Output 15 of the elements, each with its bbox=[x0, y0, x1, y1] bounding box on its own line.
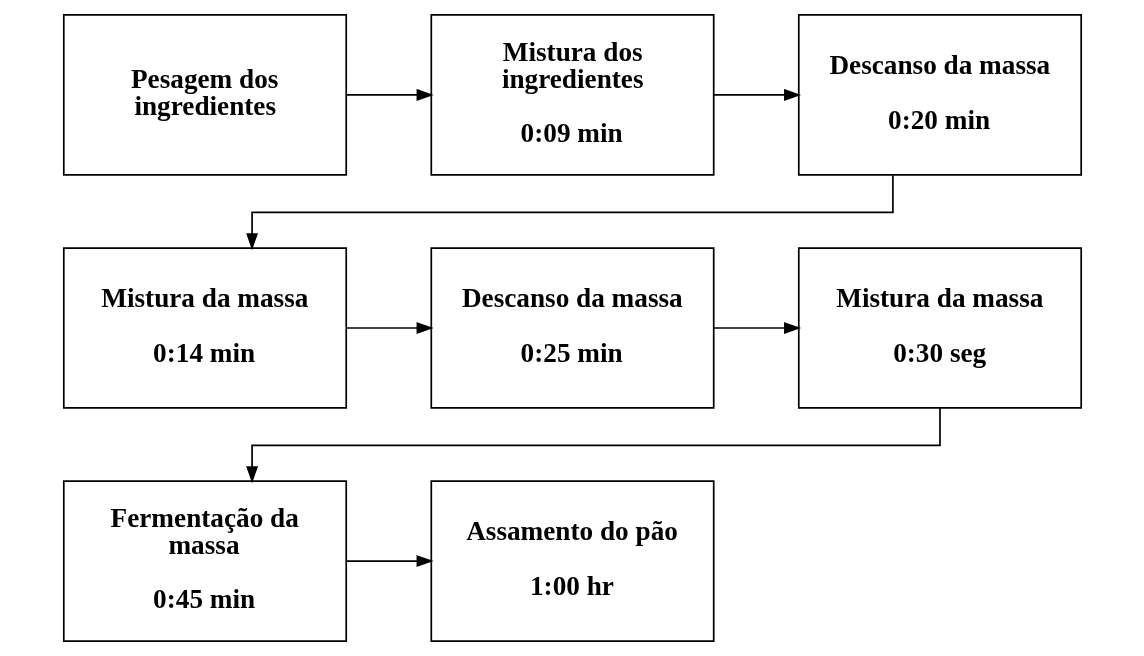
arrow bbox=[712, 322, 801, 334]
node-box: Mistura da massa 0:30 seg bbox=[797, 247, 1082, 409]
arrow bbox=[245, 174, 894, 251]
arrow bbox=[345, 88, 434, 101]
node-box: Pesagem dos ingredientes bbox=[62, 14, 347, 176]
arrow bbox=[345, 322, 434, 334]
arrow bbox=[712, 88, 801, 101]
node-box: Mistura da massa 0:14 min bbox=[62, 247, 347, 409]
arrow bbox=[245, 407, 941, 484]
arrow bbox=[345, 555, 434, 568]
node-box: Assamento do pão 1:00 hr bbox=[429, 480, 715, 642]
node-box: Mistura dos ingredientes 0:09 min bbox=[429, 14, 715, 176]
node-box: Descanso da massa 0:25 min bbox=[429, 247, 715, 409]
node-box: Descanso da massa 0:20 min bbox=[797, 14, 1082, 176]
node-box: Fermentação da massa 0:45 min bbox=[62, 480, 347, 642]
